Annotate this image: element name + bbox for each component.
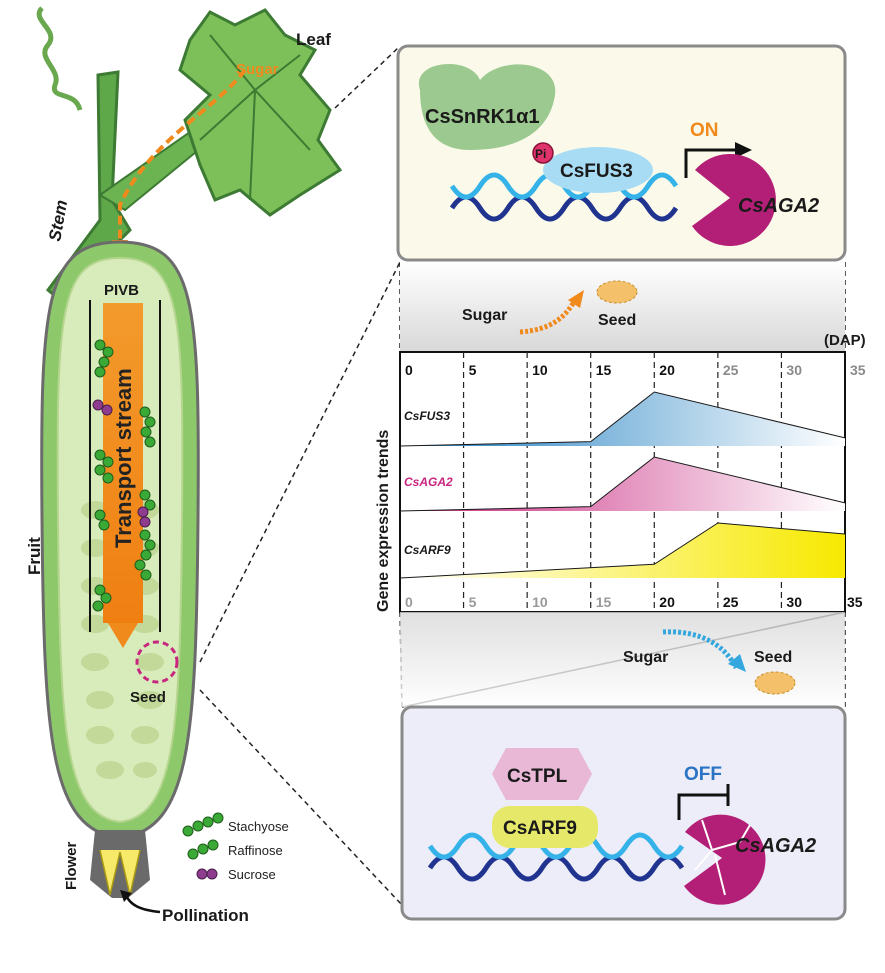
aga2-label-off: CsAGA2 bbox=[735, 835, 816, 857]
fruit-label: Fruit bbox=[25, 537, 44, 575]
series-area-csarf9 bbox=[400, 523, 845, 578]
tick-top-25: 25 bbox=[723, 362, 739, 378]
tick-top-0: 0 bbox=[405, 362, 413, 378]
transport-arrowhead bbox=[108, 623, 138, 648]
sugar-molecules bbox=[92, 339, 156, 612]
band-bottom-seed-label: Seed bbox=[754, 649, 792, 666]
promoter-on-arrow bbox=[684, 148, 735, 178]
legend-sucrose: Sucrose bbox=[228, 867, 276, 882]
band-bottom-sugar: Sugar bbox=[623, 649, 668, 666]
tick-top-10: 10 bbox=[532, 362, 548, 378]
band-bottom-arrow bbox=[662, 629, 739, 670]
tick-bottom-25: 25 bbox=[723, 594, 739, 610]
pollination-arrowhead bbox=[120, 890, 132, 902]
sugar-label: Sugar bbox=[236, 61, 279, 78]
band-bottom-arrowhead bbox=[728, 654, 746, 672]
tendril bbox=[36, 6, 83, 111]
series-line-csaga2 bbox=[399, 456, 846, 512]
tick-top-20: 20 bbox=[659, 362, 675, 378]
off-label: OFF bbox=[684, 764, 722, 785]
sugar-to-seed-band-bottom: Sugar Seed bbox=[400, 612, 845, 707]
legend-stachyose: Stachyose bbox=[228, 819, 289, 834]
stem-label: Stem bbox=[45, 198, 71, 242]
tick-top-15: 15 bbox=[596, 362, 612, 378]
band-top-bg bbox=[400, 262, 845, 352]
tick-bottom-30: 30 bbox=[786, 594, 802, 610]
flower-petals bbox=[99, 849, 141, 896]
band-top-seed bbox=[596, 280, 638, 304]
chart-series bbox=[399, 391, 846, 579]
tick-bottom-20: 20 bbox=[659, 594, 675, 610]
series-line-csfus3 bbox=[399, 391, 846, 447]
sucrose-swatch bbox=[196, 868, 218, 880]
off-panel-frame bbox=[400, 705, 847, 921]
band-top-seed-label: Seed bbox=[598, 312, 636, 329]
arf9-shape bbox=[492, 806, 598, 848]
kinase-shape bbox=[418, 63, 556, 150]
flower-label: Flower bbox=[63, 841, 80, 890]
promoter-on-arrowhead bbox=[735, 142, 752, 158]
sugar-flow-arrow bbox=[118, 68, 247, 245]
fus3-label: CsFUS3 bbox=[560, 161, 633, 182]
highlighted-seed bbox=[135, 640, 179, 684]
tpl-label: CsTPL bbox=[507, 766, 568, 787]
promoter-off-line bbox=[677, 793, 728, 820]
arf9-label: CsARF9 bbox=[503, 818, 577, 839]
series-area-csaga2 bbox=[400, 457, 845, 511]
on-label: ON bbox=[690, 120, 719, 141]
tpl-shape bbox=[492, 748, 592, 800]
dna-strand-a bbox=[449, 194, 679, 222]
flower-base bbox=[90, 830, 150, 898]
pollination-label: Pollination bbox=[162, 906, 249, 925]
tick-bottom-15: 15 bbox=[596, 594, 612, 610]
sugar-to-seed-band-top: Sugar Seed bbox=[400, 262, 845, 352]
tick-bottom-35: 35 bbox=[847, 594, 863, 610]
aga2-gene-shape-off bbox=[684, 814, 766, 905]
series-label-arf9: CsARF9 bbox=[404, 543, 451, 557]
fus3-shape bbox=[543, 147, 653, 193]
chart-ylabel: Gene expression trends bbox=[375, 430, 392, 612]
off-state-panel: CsTPL CsARF9 OFF CsAGA2 bbox=[400, 705, 847, 921]
leaf-shape bbox=[178, 8, 343, 217]
band-top-arrow bbox=[519, 298, 578, 335]
series-label-aga2: CsAGA2 bbox=[404, 475, 453, 489]
seed-label: Seed bbox=[130, 689, 166, 706]
raffinose-swatch bbox=[187, 839, 219, 860]
expression-chart: 0 5 10 15 20 25 30 35 0 5 10 15 20 25 30 35 (DAP) Gene … bbox=[375, 332, 866, 613]
series-line-csarf9 bbox=[399, 522, 846, 579]
on-state-panel: CsSnRK1α1 CsFUS3 Pi ON CsAGA2 bbox=[396, 44, 847, 262]
pollination-arrow bbox=[124, 894, 161, 914]
pivb-label: PIVB bbox=[104, 282, 139, 299]
transport-stream-label: Transport stream bbox=[111, 368, 136, 548]
kinase-label: CsSnRK1α1 bbox=[425, 106, 540, 128]
tick-bottom-10: 10 bbox=[532, 594, 548, 610]
series-area-csfus3 bbox=[400, 392, 845, 446]
tick-top-35: 35 bbox=[850, 362, 866, 378]
tick-bottom-5: 5 bbox=[469, 594, 477, 610]
aga2-cracks bbox=[694, 819, 751, 896]
band-top-arrowhead bbox=[568, 290, 584, 308]
tick-bottom-0: 0 bbox=[405, 594, 413, 610]
plant-illustration: Leaf Sugar Stem Fruit PIVB Transport str… bbox=[25, 6, 343, 925]
band-top-sugar: Sugar bbox=[462, 307, 507, 324]
legend-raffinose: Raffinose bbox=[228, 843, 283, 858]
dna-strand-d bbox=[427, 832, 685, 860]
tick-top-30: 30 bbox=[786, 362, 802, 378]
aga2-gene-shape bbox=[692, 153, 776, 246]
tick-top-5: 5 bbox=[469, 362, 477, 378]
sugar-legend: Stachyose Raffinose Sucrose bbox=[182, 812, 289, 882]
band-bottom-seed bbox=[754, 671, 796, 695]
chart-unit-label: (DAP) bbox=[824, 332, 866, 349]
leaf-veins bbox=[199, 34, 311, 201]
series-label-fus3: CsFUS3 bbox=[404, 409, 450, 423]
chart-tick-labels: 0 5 10 15 20 25 30 35 0 5 10 15 20 25 30 35 bbox=[405, 362, 866, 610]
stachyose-swatch bbox=[182, 812, 224, 837]
aga2-label-on: CsAGA2 bbox=[738, 195, 819, 217]
phosphate-icon bbox=[532, 142, 554, 164]
pi-label: Pi bbox=[535, 147, 546, 161]
leaf-label: Leaf bbox=[296, 30, 331, 49]
